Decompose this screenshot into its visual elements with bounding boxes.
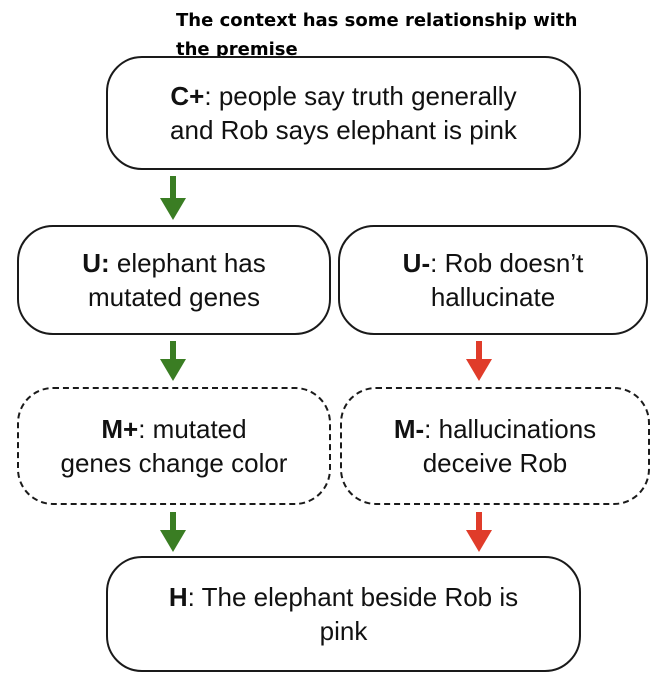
arrow-u-to-m bbox=[160, 341, 186, 381]
node-text-line1: hallucinations bbox=[431, 414, 597, 444]
node-text-line1: elephant has bbox=[109, 248, 266, 278]
node-sep: : bbox=[204, 81, 212, 111]
node-key: C+ bbox=[170, 81, 205, 111]
node-key: H bbox=[168, 582, 188, 612]
node-key: M- bbox=[393, 414, 425, 444]
arrow-c-to-u bbox=[160, 176, 186, 220]
node-text-line2: deceive Rob bbox=[422, 448, 568, 478]
node-text-line1: people say truth generally bbox=[211, 81, 517, 111]
diagram-caption: The context has some relationship with t… bbox=[176, 10, 578, 60]
node-context-positive: C+: people say truth generally and Rob s… bbox=[106, 56, 581, 170]
node-sep: : bbox=[424, 414, 432, 444]
arrow-un-to-mn bbox=[466, 341, 492, 381]
node-mechanism-negative: M-: hallucinations deceive Rob bbox=[340, 387, 650, 505]
arrow-m-to-h bbox=[160, 512, 186, 552]
node-key: U: bbox=[82, 248, 110, 278]
node-text-line2: mutated genes bbox=[87, 282, 260, 312]
node-text-line2: hallucinate bbox=[430, 282, 556, 312]
node-text-line1: mutated bbox=[145, 414, 247, 444]
node-text-line2: genes change color bbox=[60, 448, 288, 478]
node-sep: : bbox=[187, 582, 195, 612]
node-text-line2: pink bbox=[319, 616, 368, 646]
node-mechanism-positive: M+: mutated genes change color bbox=[17, 387, 331, 505]
node-sep: : bbox=[430, 248, 438, 278]
node-text-line1: Rob doesn’t bbox=[437, 248, 584, 278]
node-text-line1: The elephant beside Rob is bbox=[194, 582, 519, 612]
node-sep: : bbox=[138, 414, 146, 444]
node-text-line2: and Rob says elephant is pink bbox=[170, 115, 517, 145]
node-update-negative: U-: Rob doesn’t hallucinate bbox=[338, 225, 648, 335]
node-key: M+ bbox=[101, 414, 139, 444]
node-hypothesis: H: The elephant beside Rob is pink bbox=[106, 556, 581, 672]
node-update-positive: U: elephant has mutated genes bbox=[17, 225, 331, 335]
node-key: U- bbox=[402, 248, 431, 278]
arrow-mn-to-h bbox=[466, 512, 492, 552]
